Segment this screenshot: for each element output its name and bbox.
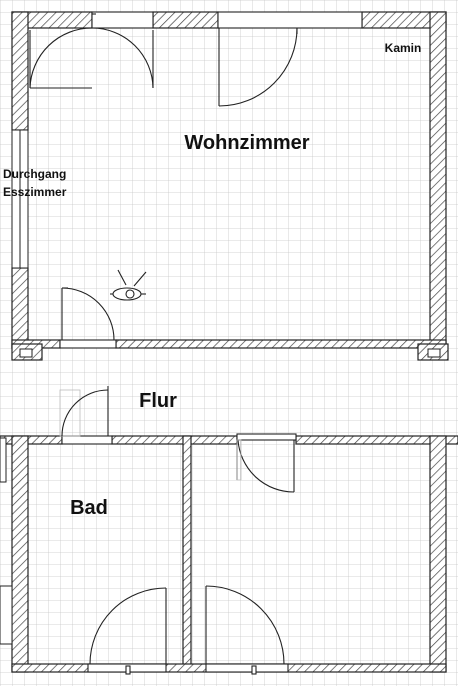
door-top-middle: [217, 11, 363, 107]
wall-bottom-right: [115, 339, 447, 349]
wall-lower-top-left: [0, 435, 63, 445]
wall-lower-top-mid: [111, 435, 238, 445]
wall-right-upper: [429, 11, 447, 349]
wall-lower-divider: [182, 435, 192, 673]
label-flur: Flur: [139, 390, 177, 412]
door-lower-right-top: [236, 433, 297, 493]
double-door-top-left: [29, 11, 154, 89]
left-frame-mark-lower: [0, 585, 13, 645]
label-durchgang: Durchgang: [3, 167, 66, 181]
ceiling-lamp-icon: [110, 269, 147, 301]
wall-top-middle: [152, 11, 219, 29]
pillar-left-core: [19, 348, 33, 358]
label-wohnzimmer: Wohnzimmer: [184, 132, 309, 154]
door-lower-right-bottom: [205, 585, 289, 675]
wall-left-upper: [11, 11, 29, 131]
wall-lower-left: [11, 435, 29, 673]
wall-lower-right: [429, 435, 447, 673]
pillar-right-core: [427, 348, 441, 358]
door-bad-bottom: [87, 587, 167, 675]
label-esszimmer: Esszimmer: [3, 185, 67, 199]
door-flur: [59, 386, 113, 445]
left-frame-mark-upper: [0, 437, 7, 483]
label-bad: Bad: [70, 497, 108, 519]
door-wohnzimmer-bottom: [59, 287, 117, 349]
label-kamin: Kamin: [385, 41, 422, 55]
wall-left-lower: [11, 267, 29, 349]
